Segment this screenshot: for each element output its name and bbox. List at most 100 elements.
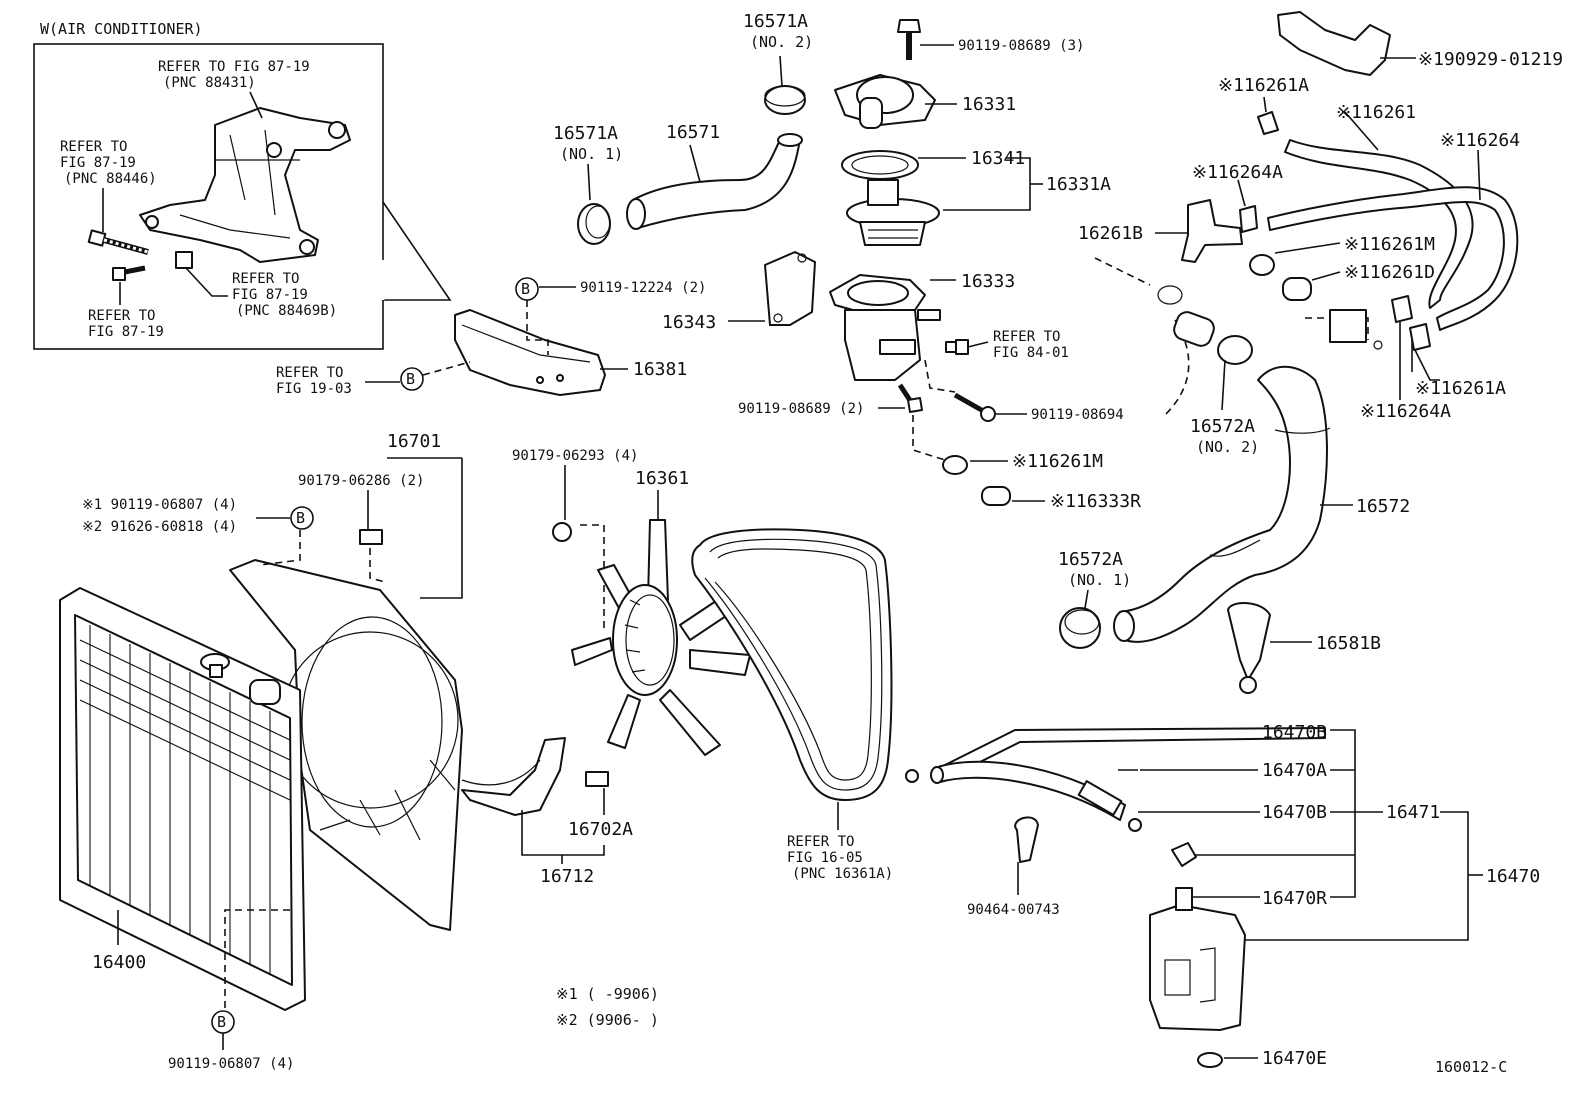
label-16470: 16470 [1486, 866, 1540, 887]
label-star2-bolt: ※2 91626-60818 (4) [82, 519, 237, 535]
label-16581B: 16581B [1316, 633, 1381, 654]
label-16572A-no2: 16572A [1190, 416, 1255, 437]
upper-hose-16571: 16571 16571A (NO. 2) 16571A (NO. 1) [553, 11, 813, 245]
inset-title: W(AIR CONDITIONER) [40, 20, 203, 38]
inset-ref3-line3: (PNC 88469B) [236, 303, 337, 319]
label-16571A-no1-sub: (NO. 1) [560, 145, 623, 163]
inset-bolt [87, 229, 149, 255]
inset-pointer [382, 201, 452, 301]
circle-b-2-label: B [406, 370, 415, 388]
inset-ref3-line2: FIG 87-19 [232, 287, 308, 303]
label-116261: ※116261 [1336, 102, 1416, 123]
refer-16-05-line3: (PNC 16361A) [792, 866, 893, 882]
label-16571A-no2: 16571A [743, 11, 808, 32]
label-16571A-no2-sub: (NO. 2) [750, 33, 813, 51]
refer-16-05-line2: FIG 16-05 [787, 850, 863, 866]
inset-ref2-line3: (PNC 88446) [64, 171, 157, 187]
label-16470E: 16470E [1262, 1048, 1327, 1069]
inset-frame [33, 43, 384, 350]
inset-ref4-line2: FIG 87-19 [88, 324, 164, 340]
label-116333R: ※116333R [1050, 491, 1141, 512]
label-16331A: 16331A [1046, 174, 1111, 195]
refer-19-03-line1: REFER TO [276, 365, 343, 381]
label-16572: 16572 [1356, 496, 1410, 517]
label-16343: 16343 [662, 312, 716, 333]
refer-16-05-line1: REFER TO [787, 834, 854, 850]
inset-ref1-line1: REFER TO FIG 87-19 [158, 59, 310, 75]
v-belt: REFER TO FIG 16-05 (PNC 16361A) [691, 528, 893, 882]
inset-ref3-line1: REFER TO [232, 271, 299, 287]
compressor-bracket [139, 107, 351, 263]
gasket-16343 [764, 251, 816, 326]
label-90179-06286: 90179-06286 (2) [298, 473, 424, 489]
label-90464-00743: 90464-00743 [967, 902, 1060, 918]
label-16702A: 16702A [568, 819, 633, 840]
inset-ref2-line2: FIG 87-19 [60, 155, 136, 171]
label-16333: 16333 [961, 271, 1015, 292]
label-116261M-a: ※116261M [1012, 451, 1103, 472]
label-16381: 16381 [633, 359, 687, 380]
reservoir-group: 16470B 16470A 16470B 16471 16470 16470R … [905, 722, 1540, 1069]
refer-84-01-line2: FIG 84-01 [993, 345, 1069, 361]
label-star1-bolt: ※1 90119-06807 (4) [82, 497, 237, 513]
label-116261M-b: ※116261M [1344, 234, 1435, 255]
thermostat [846, 179, 940, 246]
circle-b-3-label: B [296, 509, 305, 527]
label-16470A: 16470A [1262, 760, 1327, 781]
part-16381: B 90119-12224 (2) 16381 REFER TO FIG 19-… [276, 277, 706, 397]
thermostat-group: 90119-08689 (3) 16331 16341 16331A 16333 [662, 19, 1141, 512]
fan-16361: 90179-06293 (4) 16361 [512, 448, 751, 756]
bolt-90119-08694 [953, 392, 996, 422]
label-16361: 16361 [635, 468, 689, 489]
label-90119-08689-3: 90119-08689 (3) [958, 38, 1084, 54]
label-16470B-mid: 16470B [1262, 802, 1327, 823]
sensor [945, 339, 989, 355]
circle-b-3 [290, 506, 314, 530]
bolt-90119-08689-2 [897, 383, 923, 413]
label-116264: ※116264 [1440, 130, 1520, 151]
label-90119-12224: 90119-12224 (2) [580, 280, 706, 296]
label-90119-08689-2: 90119-08689 (2) [738, 401, 864, 417]
label-16571A-no1: 16571A [553, 123, 618, 144]
inset-small-bolt [112, 265, 146, 281]
label-16400: 16400 [92, 952, 146, 973]
refer-19-03-line2: FIG 19-03 [276, 381, 352, 397]
figure-code: 160012-C [1435, 1058, 1507, 1076]
gasket-16341 [841, 150, 919, 180]
footnote-1: ※1 ( -9906) [556, 985, 659, 1003]
label-90119-06807: 90119-06807 (4) [168, 1056, 294, 1072]
fan-shroud-16701: 16701 90179-06286 (2) ※1 90119-06807 (4)… [82, 431, 463, 931]
label-16341: 16341 [971, 148, 1025, 169]
refer-84-01-line1: REFER TO [993, 329, 1060, 345]
label-16572A-no2-sub: (NO. 2) [1196, 438, 1259, 456]
inset-ref1-leader [249, 91, 263, 119]
circle-b-4-label: B [217, 1013, 226, 1031]
label-16712: 16712 [540, 866, 594, 887]
label-90119-08694: 90119-08694 [1031, 407, 1124, 423]
footnote-2: ※2 (9906- ) [556, 1011, 659, 1029]
inset-ref3-leader [185, 267, 228, 297]
inset-nut [175, 251, 193, 269]
label-90179-06293: 90179-06293 (4) [512, 448, 638, 464]
lower-hose-16572: 16572 16572A (NO. 2) 16572A (NO. 1) 1658… [1058, 257, 1410, 694]
inset-air-conditioner: W(AIR CONDITIONER) REFER TO FIG 87-19 (P… [33, 20, 452, 350]
inset-ref2-line1: REFER TO [60, 139, 127, 155]
radiator-16400: 16400 B 90119-06807 (4) [59, 587, 306, 1072]
label-116264A-bot: ※116264A [1360, 401, 1451, 422]
label-16471: 16471 [1386, 802, 1440, 823]
label-16701: 16701 [387, 431, 441, 452]
label-116264A-top: ※116264A [1192, 162, 1283, 183]
label-16470R: 16470R [1262, 888, 1327, 909]
shroud-lower-16712: 16702A 16712 [461, 737, 633, 887]
clamp-16571A-no2 [764, 85, 806, 115]
label-16470B-top: 16470B [1262, 722, 1327, 743]
label-16572A-no1-sub: (NO. 1) [1068, 571, 1131, 589]
label-116261D: ※116261D [1344, 262, 1435, 283]
label-190929: ※190929-01219 [1418, 49, 1563, 70]
label-16571: 16571 [666, 122, 720, 143]
label-116261A-bot: ※116261A [1415, 378, 1506, 399]
bypass-hose-group: ※190929-01219 ※116261A ※116261 ※116264 ※… [1078, 11, 1563, 422]
circle-b-2 [400, 367, 424, 391]
circle-b-1-label: B [521, 280, 530, 298]
